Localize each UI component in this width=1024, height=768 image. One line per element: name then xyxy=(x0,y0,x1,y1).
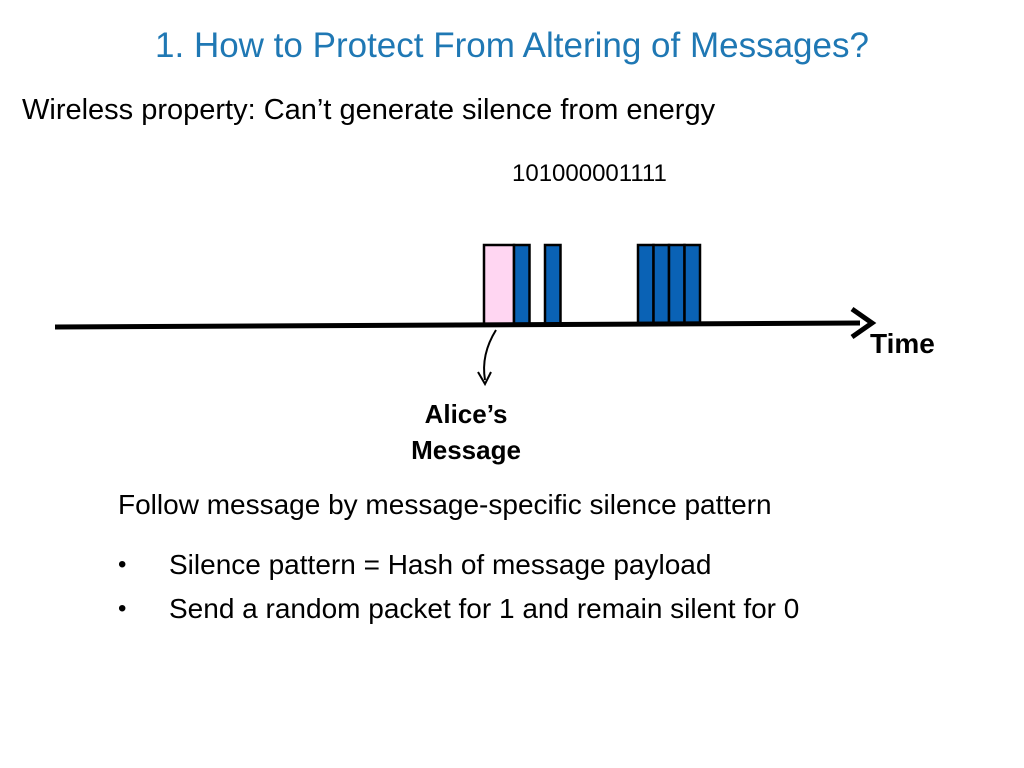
time-axis-label: Time xyxy=(870,328,935,359)
packet-bar xyxy=(667,243,686,326)
bullet-symbol: • xyxy=(118,595,127,622)
bullet-symbol: • xyxy=(118,551,127,578)
packet-bar xyxy=(683,243,702,326)
bit-string: 101000001111 xyxy=(512,160,667,187)
packet-bar xyxy=(652,243,671,326)
alice-message-label-line2: Message xyxy=(411,435,521,465)
bullet-text: Silence pattern = Hash of message payloa… xyxy=(169,549,712,580)
alice-message-block xyxy=(482,243,516,326)
slide-subtitle: Wireless property: Can’t generate silenc… xyxy=(22,94,716,126)
packet-group xyxy=(512,243,702,326)
bullet-item: • Silence pattern = Hash of message payl… xyxy=(118,543,799,587)
time-axis xyxy=(54,320,861,330)
alice-message-label-line1: Alice’s xyxy=(424,399,508,429)
packet-bar xyxy=(512,243,531,326)
packet-bar xyxy=(543,243,562,326)
slide-title: 1. How to Protect From Altering of Messa… xyxy=(155,26,869,65)
callout-arrowhead xyxy=(477,371,492,387)
callout-arrow xyxy=(483,329,497,381)
bullet-text: Send a random packet for 1 and remain si… xyxy=(169,593,800,624)
alice-message-label: Alice’s Message xyxy=(386,396,546,468)
time-axis-arrowhead xyxy=(850,306,877,340)
bullet-item: • Send a random packet for 1 and remain … xyxy=(118,587,799,631)
bullet-list: • Silence pattern = Hash of message payl… xyxy=(118,543,799,631)
lead-text: Follow message by message-specific silen… xyxy=(118,489,772,520)
packet-bar xyxy=(636,243,655,326)
